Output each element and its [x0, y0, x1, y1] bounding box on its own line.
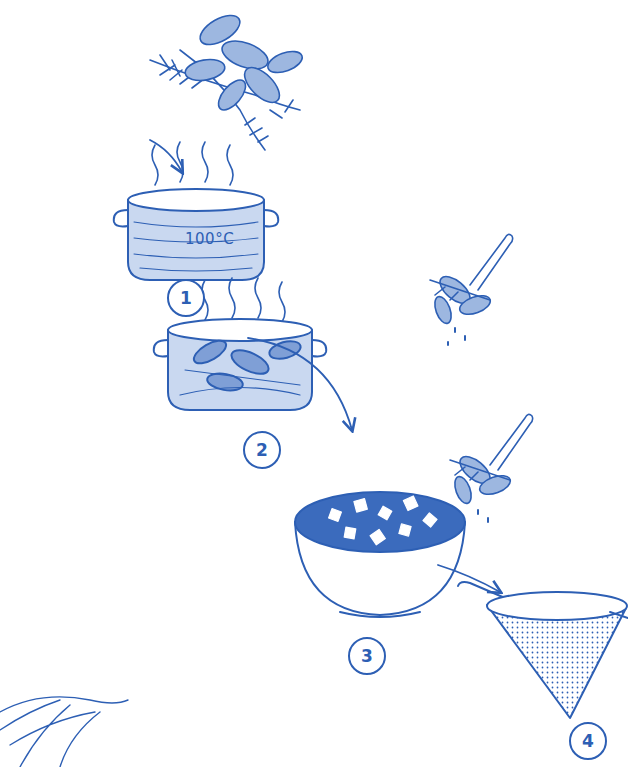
step-number-circle: 3 — [348, 637, 386, 675]
spoon-handle — [490, 414, 533, 470]
strainer-cone — [487, 605, 626, 718]
steam — [202, 278, 285, 322]
herb-leaf — [184, 57, 227, 84]
step-number-circle: 1 — [167, 279, 205, 317]
ice-cube — [329, 509, 342, 522]
herb-leaf — [190, 336, 229, 368]
pot-rim — [128, 189, 264, 211]
ice-bowl — [295, 492, 465, 617]
thyme-leaves — [450, 460, 510, 480]
ice-cube — [344, 527, 356, 539]
arrow-pour — [248, 338, 352, 430]
ice-cube — [370, 529, 385, 544]
step-number-circle: 4 — [569, 722, 607, 760]
herb-leaf — [265, 47, 305, 76]
step-number: 2 — [256, 442, 268, 459]
step-number: 3 — [361, 648, 373, 665]
strainer-hook — [610, 612, 628, 618]
ice-cube — [399, 524, 411, 536]
herb-sprig — [430, 234, 513, 345]
boiling-pot — [114, 189, 278, 280]
herb-leaf — [457, 292, 493, 318]
bowl-liquid — [295, 492, 465, 552]
herb-bunch — [150, 9, 305, 150]
ice-cube — [378, 506, 392, 520]
herb-leaf — [214, 75, 251, 114]
ice-cube — [403, 496, 418, 511]
strainer-handle — [458, 582, 505, 598]
arrow-strain — [438, 565, 500, 592]
herb-leaf — [228, 345, 272, 378]
pot-handles — [114, 210, 278, 227]
step-number: 4 — [582, 733, 594, 750]
steam — [152, 142, 233, 185]
bowl-foot — [340, 612, 420, 617]
strainer — [458, 582, 628, 718]
thyme-leaves — [245, 100, 293, 142]
ice-cube — [423, 513, 437, 527]
spoon-handle — [470, 234, 513, 290]
herb-stems — [180, 370, 300, 395]
herb-leaf — [267, 338, 302, 362]
drops — [448, 328, 465, 345]
herb-leaf — [218, 36, 271, 75]
temperature-label: 100°C — [185, 230, 234, 248]
herb-sprig — [450, 414, 533, 522]
step-number-circle: 2 — [243, 431, 281, 469]
drops — [478, 510, 488, 522]
herb-roots — [0, 697, 128, 767]
infusion-pot — [154, 319, 326, 410]
ice-cube — [354, 499, 367, 512]
herb-leaf — [477, 472, 513, 498]
pot-rim — [168, 319, 312, 341]
strainer-rim — [487, 592, 627, 620]
thyme-leaves — [430, 280, 490, 300]
water-lines — [134, 222, 258, 271]
step-number: 1 — [180, 290, 192, 307]
